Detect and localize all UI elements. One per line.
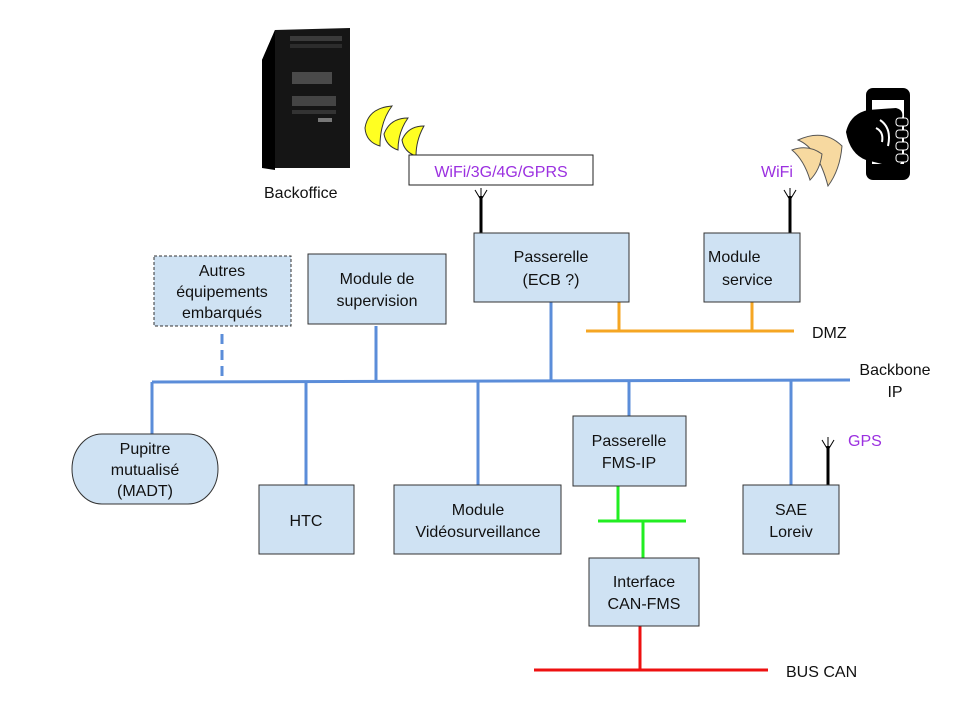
node-line: HTC (290, 513, 323, 530)
node-line: Autres (199, 263, 245, 280)
antenna-icon (821, 437, 835, 485)
backbone-ip-bus (150, 302, 851, 485)
node-line: mutualisé (111, 462, 180, 479)
node-module-service: Module service (703, 232, 801, 303)
node-line: supervision (337, 293, 418, 310)
dmz-network (586, 302, 794, 333)
dmz-label: DMZ (812, 325, 847, 342)
node-passerelle-ecb: Passerelle (ECB ?) (473, 232, 630, 303)
signal-waves-icon (791, 134, 843, 188)
gps-label: GPS (848, 433, 882, 450)
wifi-label: WiFi (761, 164, 793, 181)
node-line: Module (452, 502, 505, 519)
wifi-cellular-box (408, 154, 594, 186)
node-passerelle-fms-ip: Passerelle FMS-IP (572, 415, 687, 487)
node-line: Passerelle (514, 249, 589, 266)
node-module-supervision: Module de supervision (307, 253, 447, 325)
node-line: Loreiv (769, 524, 813, 541)
node-pupitre-madt: Pupitre mutualisé (MADT) (71, 433, 219, 505)
signal-waves-icon (364, 105, 425, 157)
wifi-cellular-label: WiFi/3G/4G/GPRS (434, 164, 567, 181)
node-interface-can-fms: Interface CAN-FMS (588, 557, 700, 627)
node-line: FMS-IP (602, 455, 656, 472)
backbone-label-line1: Backbone (859, 362, 930, 379)
backbone-label-line2: IP (887, 384, 902, 401)
fms-link (598, 486, 686, 558)
node-line: CAN-FMS (608, 596, 681, 613)
bus-can-line (534, 626, 768, 672)
node-line: embarqués (182, 305, 262, 322)
node-line: équipements (176, 284, 268, 301)
node-line: Module de (340, 271, 415, 288)
smartphone-wireless-icon (846, 88, 910, 180)
node-module-videosurveillance: Module Vidéosurveillance (393, 484, 562, 555)
server-tower-icon (262, 28, 350, 170)
node-line: SAE (775, 502, 807, 519)
node-line: Passerelle (592, 433, 667, 450)
node-line: (ECB ?) (523, 272, 580, 289)
node-line: Interface (613, 574, 675, 591)
node-line: Module (708, 249, 761, 266)
node-line: (MADT) (117, 483, 173, 500)
node-autres-equipements: Autres équipements embarqués (153, 255, 292, 327)
node-line: Pupitre (120, 441, 171, 458)
antenna-icon (474, 188, 488, 234)
node-line: Vidéosurveillance (415, 524, 540, 541)
node-htc: HTC (258, 484, 355, 555)
node-sae-loreiv: SAE Loreiv (742, 484, 840, 555)
backoffice-label: Backoffice (264, 185, 338, 202)
bus-can-label: BUS CAN (786, 664, 857, 681)
node-line: service (722, 272, 773, 289)
antenna-icon (783, 188, 797, 234)
